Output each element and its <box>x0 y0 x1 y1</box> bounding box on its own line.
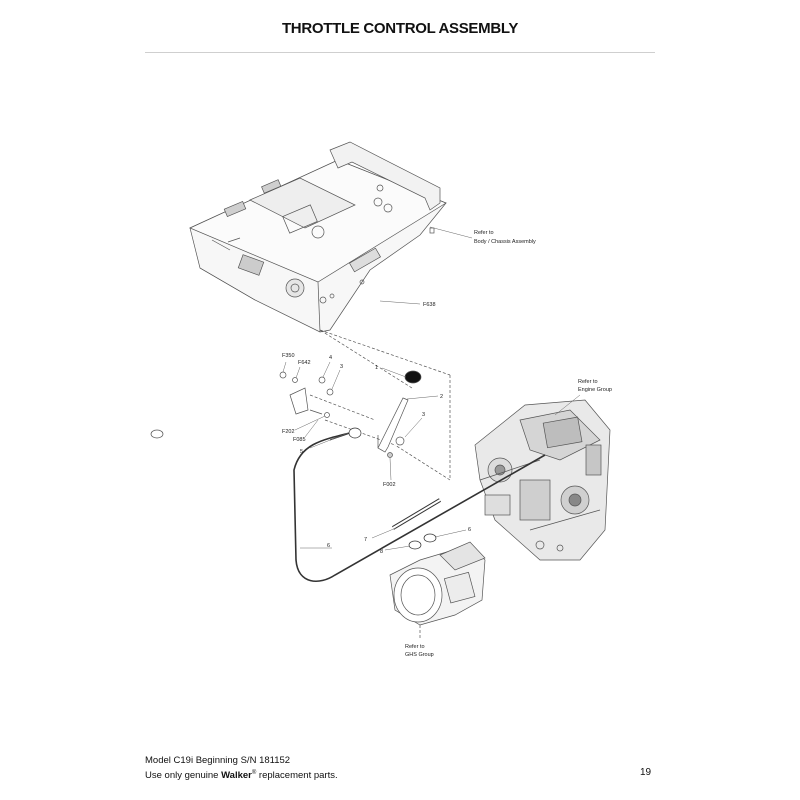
callout-engine-ref-1: Refer to <box>578 379 598 385</box>
callout-3-lower: 3 <box>422 412 425 418</box>
throttle-cable <box>293 432 546 582</box>
callout-body-ref-2: Body / Chassis Assembly <box>474 239 536 245</box>
callout-4: 4 <box>329 355 332 361</box>
dashed-leader-lines <box>309 329 451 640</box>
page-footer: Model C19i Beginning S/N 181152 Use only… <box>145 755 338 782</box>
footer-prefix: Use only genuine <box>145 770 222 782</box>
callout-5: 5 <box>300 449 303 455</box>
callout-engine-ref-2: Engine Group <box>578 387 612 393</box>
page-number: 19 <box>640 767 652 778</box>
callout-f085: F085 <box>293 437 306 443</box>
callout-ghs-ref-2: GHS Group <box>405 652 434 658</box>
title-divider <box>145 52 655 53</box>
page-title: THROTTLE CONTROL ASSEMBLY <box>281 20 519 37</box>
footer-model-line: Model C19i Beginning S/N 181152 <box>145 755 291 766</box>
throttle-lever-assembly <box>150 279 422 458</box>
callout-3-upper: 3 <box>340 364 343 370</box>
callout-8: 8 <box>380 549 383 555</box>
callout-6-left: 6 <box>327 543 330 549</box>
callout-f202: F202 <box>282 429 295 435</box>
footer-registered-mark: ® <box>251 770 257 776</box>
callout-1: 1 <box>375 365 378 371</box>
callout-6-right: 6 <box>468 527 471 533</box>
body-chassis-drawing <box>189 141 447 333</box>
callout-leaders <box>282 226 581 551</box>
engine-drawing <box>474 399 611 561</box>
callout-2: 2 <box>440 394 443 400</box>
callout-f350: F350 <box>282 353 295 359</box>
callout-ghs-ref-1: Refer to <box>405 644 425 650</box>
ghs-housing-drawing <box>389 541 486 626</box>
callout-body-ref-1: Refer to <box>474 230 494 236</box>
footer-suffix: replacement parts. <box>256 770 338 782</box>
callout-f638: F638 <box>423 302 436 308</box>
footer-parts-line: Use only genuine Walker® replacement par… <box>145 767 338 782</box>
callout-f642: F642 <box>298 360 311 366</box>
footer-brand: Walker <box>221 770 252 782</box>
callout-7: 7 <box>364 537 367 543</box>
callout-f002: F002 <box>383 482 396 488</box>
